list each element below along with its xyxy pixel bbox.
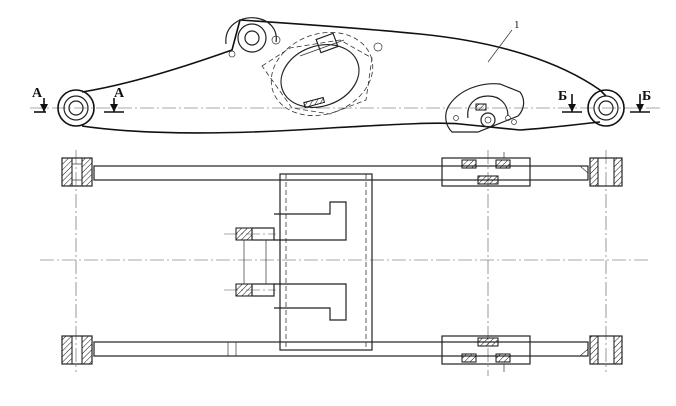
lug-lower-body <box>251 283 275 297</box>
bushing-bottom-right-b <box>613 335 623 365</box>
bushing-top-right-a <box>589 157 599 187</box>
upper-lug-inner <box>244 30 260 46</box>
rail-taper-bottom <box>579 348 589 357</box>
right-bracket-plate <box>445 83 525 133</box>
upper-lug <box>225 17 277 45</box>
body-hole <box>373 42 383 52</box>
cross-tube <box>279 173 373 351</box>
top-rail <box>93 165 589 181</box>
cylinder-clamp <box>315 32 339 54</box>
boom-body-outline <box>81 19 607 134</box>
section-label-a-right: А <box>114 86 125 101</box>
bracket-block-bottom <box>441 335 531 365</box>
bracket-block-top-hatch-2 <box>495 159 511 169</box>
bracket-block-bottom-hatch-1 <box>477 337 499 347</box>
bushing-bottom-right-frame <box>589 335 623 365</box>
bracket-block-top-hatch-1 <box>461 159 477 169</box>
upper-lug-small <box>271 35 281 45</box>
section-label-b-right: Б <box>642 89 651 104</box>
bracket-block-top-hatch-3 <box>477 175 499 185</box>
lug-lower-left <box>235 283 253 297</box>
bushing-bottom-left-b <box>81 335 93 365</box>
bracket-section <box>475 103 487 111</box>
side-view: 1 А А Б Б <box>30 17 660 134</box>
left-bushing-outer <box>57 89 95 127</box>
cylinder-section <box>303 96 326 109</box>
bushing-bottom-left-frame <box>61 335 93 365</box>
bracket-hole-3 <box>453 115 459 121</box>
upper-lug-small-2 <box>228 50 236 58</box>
bracket-block-bottom-hatch-3 <box>495 353 511 363</box>
right-bushing-mid <box>593 95 619 121</box>
inner-bracket-upper <box>274 201 347 241</box>
bushing-top-left-a <box>61 157 73 187</box>
right-bushing-inner <box>598 100 614 116</box>
section-mark-a-left: А <box>32 86 48 113</box>
bushing-top-left-b <box>81 157 93 187</box>
bushing-top-right-b <box>613 157 623 187</box>
clamp-line <box>299 39 345 57</box>
upper-lug-outer <box>237 23 267 53</box>
right-bracket-pin <box>480 112 496 128</box>
section-mark-b-left: Б <box>558 89 582 113</box>
bushing-bottom-left-a <box>61 335 73 365</box>
left-bushing-mid <box>63 95 89 121</box>
part-number: 1 <box>514 19 520 31</box>
section-label-b-left: Б <box>558 89 567 104</box>
section-mark-a-right: А <box>104 86 125 113</box>
bracket-block-top <box>441 157 531 187</box>
bracket-hole-1 <box>505 115 511 121</box>
plan-view <box>40 150 650 376</box>
inner-bracket-lower <box>274 283 347 321</box>
bottom-rail <box>93 341 589 357</box>
bushing-top-right-frame <box>589 157 623 187</box>
bushing-bottom-right-a <box>589 335 599 365</box>
bushing-top-left-frame <box>61 157 93 187</box>
lug-upper-left <box>235 227 253 241</box>
section-label-a-left: А <box>32 86 43 101</box>
left-bushing-inner <box>68 100 84 116</box>
right-bushing-outer <box>587 89 625 127</box>
bracket-block-bottom-hatch-2 <box>461 353 477 363</box>
right-bracket-pin-inner <box>484 116 492 124</box>
right-bracket-arc <box>467 95 509 119</box>
lug-upper-body <box>251 227 275 241</box>
section-mark-b-right: Б <box>630 89 651 113</box>
bracket-hole-2 <box>511 119 517 125</box>
part-leader <box>487 29 513 63</box>
cylinder-window <box>280 44 360 108</box>
rail-taper-top <box>579 165 589 174</box>
hidden-bracket <box>261 39 373 115</box>
